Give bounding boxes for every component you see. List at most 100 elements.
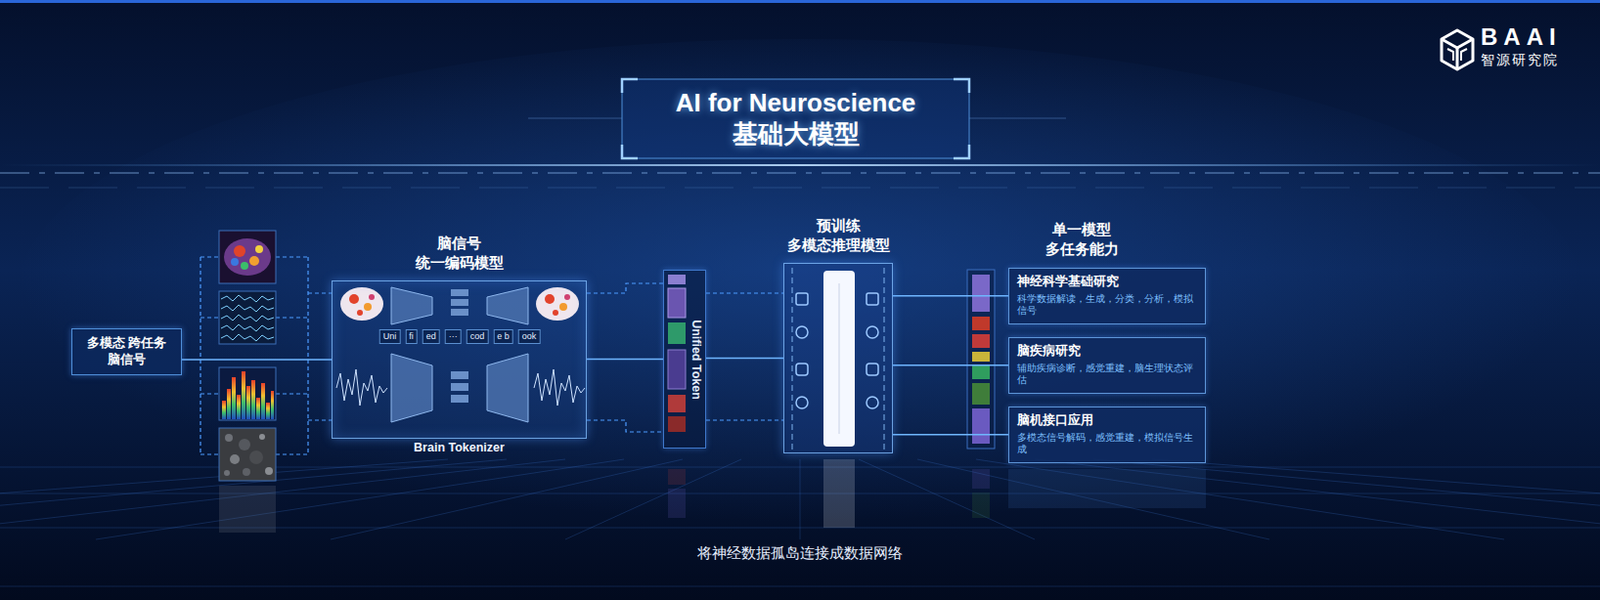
output-token-stack — [972, 316, 990, 331]
signal-wires — [586, 283, 664, 294]
thumbnail-eeg — [221, 324, 274, 332]
signal-wires — [308, 419, 332, 421]
section-heading: 单一模型 多任务能力 — [1037, 220, 1126, 259]
tokenizer-art — [544, 294, 555, 305]
thumbnail-spectrogram — [266, 402, 270, 420]
floor-grid — [976, 459, 1505, 540]
box-heading: 脑信号 统一编码模型 — [404, 233, 515, 272]
thumbnail-microscopy — [224, 434, 233, 443]
tokenizer-art — [331, 280, 587, 440]
tokenizer-art — [331, 280, 587, 440]
token-stack — [667, 416, 686, 433]
thumbnail-brain — [233, 245, 246, 258]
token-chip: ··· — [444, 329, 462, 345]
thumbnail-spectrogram — [261, 383, 266, 420]
token-chip: fi — [404, 329, 418, 345]
output-token-stack — [972, 408, 990, 445]
token-stack — [667, 395, 686, 413]
thumbnail-eeg — [219, 291, 276, 345]
thumbnail-brain — [249, 256, 260, 267]
task-box: 神经科学基础研究科学数据解读，生成，分类，分析，模拟信号 — [1008, 267, 1206, 325]
box-caption: Brain Tokenizer — [332, 441, 586, 455]
reflection — [219, 459, 1206, 534]
tokenizer-art — [391, 354, 433, 423]
model-art — [866, 363, 879, 376]
signal-wires — [308, 292, 332, 294]
floor-grid — [917, 459, 1270, 540]
signal-wires — [200, 256, 220, 258]
tokenizer-art — [450, 309, 469, 316]
connector-line — [586, 358, 664, 361]
task-description: 多模态信号解码，感觉重建，模拟信号生成 — [1017, 432, 1198, 457]
tokenizer-art — [340, 287, 384, 321]
thumbnail-microscopy — [229, 454, 240, 465]
task-heading: 脑疾病研究 — [1017, 343, 1198, 360]
thumbnail-microscopy — [242, 468, 251, 477]
token-stack — [667, 274, 686, 285]
thumbnail-microscopy — [219, 428, 276, 482]
thumbnail-microscopy — [219, 428, 276, 482]
thumbnail-microscopy — [223, 470, 230, 477]
token-chip: cod — [466, 329, 489, 345]
caption-text: 将神经数据孤岛连接成数据网络 — [0, 544, 1600, 564]
logo-cube — [1441, 39, 1473, 48]
task-heading: 神经科学基础研究 — [1017, 273, 1198, 291]
logo-name: 智源研究院 — [1480, 52, 1559, 67]
title-frame — [528, 79, 1067, 159]
tokenizer-art — [356, 310, 363, 316]
light-streak — [0, 164, 1600, 188]
signal-wires — [275, 393, 309, 395]
output-token-stack — [972, 274, 990, 312]
signal-wires — [199, 257, 201, 455]
tokenizer-art — [487, 287, 529, 325]
connector-line — [892, 295, 1009, 298]
reflection — [667, 488, 686, 519]
title-box: AI for Neuroscience 基础大模型 — [622, 79, 970, 159]
signal-wires — [275, 316, 309, 318]
tokenizer-art — [535, 287, 579, 321]
thumbnail-eeg — [221, 314, 274, 322]
reflection — [1008, 469, 1206, 509]
task-description: 辅助疾病诊断，感觉重建，脑生理状态评估 — [1017, 362, 1198, 388]
signal-wires — [200, 316, 220, 318]
output-token-stack — [972, 383, 990, 405]
output-token-stack — [972, 352, 990, 362]
ground — [0, 0, 1600, 3]
thumbnail-brain — [240, 262, 249, 270]
model-art — [839, 283, 841, 435]
signal-wires — [200, 393, 220, 395]
reflection — [972, 492, 990, 519]
box-label: 多模态 跨任务 脑信号 — [77, 335, 177, 369]
signal-wires — [275, 256, 309, 258]
connector-line — [181, 358, 332, 361]
model-art — [796, 363, 808, 376]
thumbnail-microscopy — [259, 434, 266, 441]
token-stack — [667, 288, 686, 318]
token-stack — [667, 350, 686, 390]
token-stack — [663, 269, 707, 449]
signal-box: 多模态 跨任务 脑信号 — [71, 328, 182, 376]
tokenizer-art — [368, 294, 375, 301]
token-chip: ed — [422, 329, 441, 345]
signal-wires — [275, 453, 309, 455]
floor-grid — [0, 459, 566, 540]
tokenizer-art — [363, 303, 372, 312]
output-token-stack — [972, 334, 990, 349]
logo-cube — [1461, 48, 1467, 61]
token-chip: ook — [518, 329, 541, 345]
thumbnail-microscopy — [265, 467, 273, 476]
thumbnail-spectrogram — [219, 367, 276, 421]
title-frame — [622, 79, 970, 159]
tokenizer-art — [349, 294, 359, 305]
thumbnail-eeg — [219, 291, 276, 345]
model-art — [792, 267, 794, 450]
tokenizer-art — [450, 299, 469, 307]
model-art — [866, 397, 879, 409]
connector-line — [706, 357, 784, 360]
thumbnail-brain — [223, 238, 271, 276]
thumbnail-microscopy — [238, 439, 251, 451]
tokenizer-art — [564, 294, 571, 301]
thumbnail-spectrogram — [241, 371, 246, 420]
